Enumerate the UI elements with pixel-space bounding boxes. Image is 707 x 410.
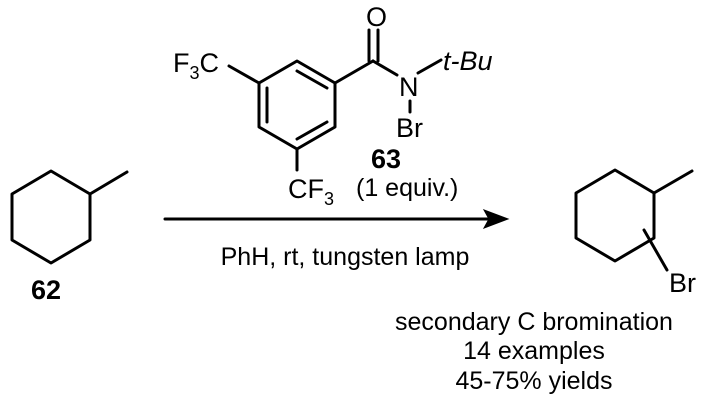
tbu-text: t-Bu [443,46,493,76]
product-note-examples: 14 examples [463,337,605,365]
aromatic-double-bond-2 [295,120,329,141]
reaction-conditions: PhH, rt, tungsten lamp [221,243,470,271]
nitrogen-tbu-bond [416,58,443,75]
cf3-top-bond [227,64,261,85]
reactant-ring [10,169,92,265]
reagent-oxygen-label: O [366,2,387,32]
product-note-selectivity: secondary C bromination [395,308,673,336]
reagent-cf3-top-label: F3C [173,48,219,83]
reagent-structure [227,28,443,172]
reaction-arrow [163,209,510,229]
reactant-structure [10,169,129,265]
reagent-number: 63 [371,144,401,174]
carbonyl-nitrogen-bond [371,59,399,77]
reagent-tbu-label: t-Bu [443,46,493,76]
aromatic-double-bond-1 [295,69,329,90]
product-methyl-bond [652,169,694,195]
arrow-head [482,209,510,229]
product-note-yields: 45-75% yields [455,367,612,395]
reactant-methyl-bond [88,170,129,196]
reagent-nitrogen-label: N [399,72,419,102]
product-bromine-bond [642,228,669,272]
reagent-cf3-bottom-label: CF3 [288,174,334,209]
reagent-bromine-label: Br [396,113,423,143]
product-structure [574,168,694,272]
product-ring [574,168,656,263]
reagent-benzene-ring [257,59,337,151]
reagent-equiv-label: (1 equiv.) [356,174,458,202]
product-bromine-label: Br [669,268,696,298]
reactant-number: 62 [31,275,61,305]
aryl-carbonyl-bond [333,59,375,85]
